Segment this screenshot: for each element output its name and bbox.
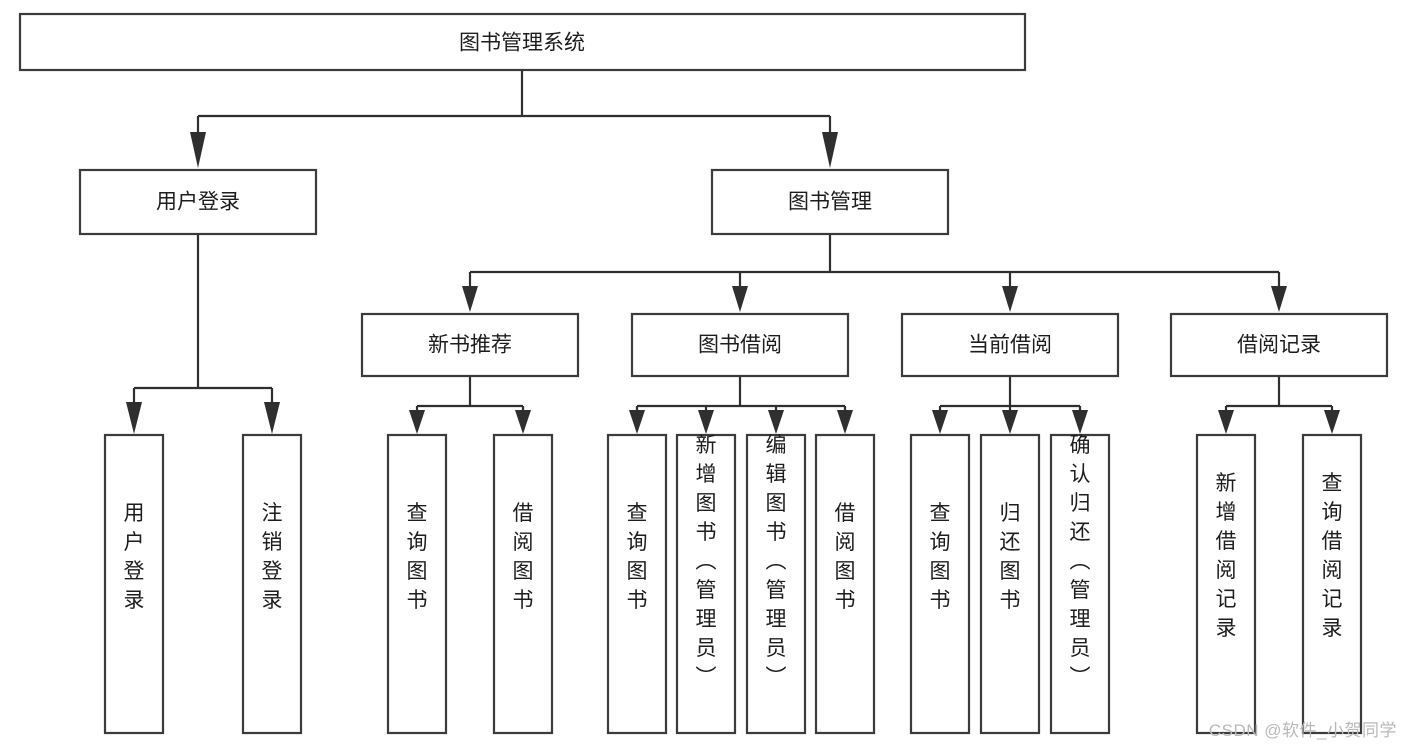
leaf-logout-box (241, 433, 303, 735)
leaf-bookborrow-borrow-book-box (814, 433, 876, 735)
leaf-bookborrow-add-book-label: 新增图书︵管理员︶ (696, 434, 717, 689)
leaf-newbook-borrow-book-label: 借阅图书 (513, 502, 534, 612)
arrow-leaf-cb-return (1002, 410, 1018, 434)
node-book-management-box (710, 168, 950, 236)
leaf-borrowrecord-query-record-label: 查询借阅记录 (1322, 472, 1343, 640)
leaf-borrowrecord-add-record-label: 新增借阅记录 (1216, 472, 1237, 640)
leaf-user-login-label: 用户登录 (124, 502, 145, 612)
csdn-watermark: CSDN @软件_小贺同学 (1208, 721, 1397, 740)
node-book-borrow-box (630, 312, 850, 378)
leaf-bookborrow-borrow-book[interactable]: 借阅图书 (814, 433, 876, 735)
leaf-user-login[interactable]: 用户登录 (103, 433, 165, 735)
node-borrow-record-label: 借阅记录 (1237, 334, 1321, 357)
node-user-login-box (78, 168, 318, 236)
leaf-currentborrow-query-book[interactable]: 查询图书 (909, 433, 971, 735)
leaf-bookborrow-borrow-book-label: 借阅图书 (835, 502, 856, 612)
leaf-bookborrow-query-book-box (606, 433, 668, 735)
node-root-book-management-system[interactable]: 图书管理系统 (18, 12, 1027, 72)
arrow-leaf-bb-query (629, 410, 645, 434)
arrow-to-book-mgmt (822, 132, 838, 168)
leaf-borrowrecord-add-record-box (1195, 433, 1257, 735)
arrow-leaf-logout (264, 402, 280, 434)
node-current-borrow-box (900, 312, 1120, 378)
arrow-leaf-user-login (126, 402, 142, 434)
leaf-borrowrecord-query-record[interactable]: 查询借阅记录 (1301, 433, 1363, 735)
arrow-to-current-borrow (1002, 286, 1018, 312)
node-book-management[interactable]: 图书管理 (710, 168, 950, 236)
node-new-book-recommend-label: 新书推荐 (428, 334, 512, 357)
leaf-currentborrow-confirm-return-label: 确认归还︵管理员︶ (1070, 434, 1091, 689)
leaf-newbook-query-book-label: 查询图书 (407, 502, 428, 612)
leaf-currentborrow-return-book[interactable]: 归还图书 (979, 433, 1041, 735)
arrow-to-new-book-recommend (462, 286, 478, 312)
arrow-leaf-newbook-query (409, 410, 425, 434)
leaf-currentborrow-return-book-box (979, 433, 1041, 735)
leaf-newbook-query-book[interactable]: 查询图书 (386, 433, 448, 735)
arrow-to-borrow-record (1271, 286, 1287, 312)
leaf-currentborrow-query-book-box (909, 433, 971, 735)
leaf-logout-label: 注销登录 (262, 502, 283, 612)
leaf-bookborrow-edit-book-label: 编辑图书︵管理员︶ (766, 434, 787, 689)
leaf-bookborrow-add-book[interactable]: 新增图书︵管理员︶ (675, 433, 737, 735)
leaf-logout[interactable]: 注销登录 (241, 433, 303, 735)
node-root-box (18, 12, 1027, 72)
leaf-borrowrecord-query-record-box (1301, 433, 1363, 735)
leaf-borrowrecord-add-record[interactable]: 新增借阅记录 (1195, 433, 1257, 735)
arrow-leaf-br-add (1218, 410, 1234, 434)
arrow-leaf-bb-add (698, 410, 714, 434)
leaf-newbook-borrow-book[interactable]: 借阅图书 (492, 433, 554, 735)
node-borrow-record-box (1169, 312, 1389, 378)
arrow-leaf-bb-borrow (837, 410, 853, 434)
leaf-user-login-box (103, 433, 165, 735)
arrow-leaf-bb-edit (768, 410, 784, 434)
leaf-bookborrow-query-book-label: 查询图书 (627, 502, 648, 612)
node-root-label: 图书管理系统 (459, 32, 585, 55)
node-book-borrow-label: 图书借阅 (698, 334, 782, 357)
connectors-layer (126, 70, 1340, 434)
leaf-bookborrow-edit-book[interactable]: 编辑图书︵管理员︶ (745, 433, 807, 735)
node-borrow-record[interactable]: 借阅记录 (1169, 312, 1389, 378)
leaf-newbook-query-book-box (386, 433, 448, 735)
leaf-currentborrow-confirm-return[interactable]: 确认归还︵管理员︶ (1049, 433, 1111, 735)
leaf-bookborrow-query-book[interactable]: 查询图书 (606, 433, 668, 735)
arrow-leaf-cb-confirm (1072, 410, 1088, 434)
leaf-currentborrow-query-book-label: 查询图书 (930, 502, 951, 612)
leaf-bookborrow-add-book-box (675, 433, 737, 735)
leaf-newbook-borrow-book-box (492, 433, 554, 735)
node-new-book-recommend-box (360, 312, 580, 378)
arrow-to-book-borrow (732, 286, 748, 312)
arrow-leaf-cb-query (932, 410, 948, 434)
node-current-borrow-label: 当前借阅 (968, 334, 1052, 357)
leaf-bookborrow-edit-book-box (745, 433, 807, 735)
node-book-management-label: 图书管理 (788, 191, 872, 214)
leaf-currentborrow-return-book-label: 归还图书 (1000, 502, 1021, 612)
node-new-book-recommend[interactable]: 新书推荐 (360, 312, 580, 378)
node-current-borrow[interactable]: 当前借阅 (900, 312, 1120, 378)
arrow-to-user-login (190, 132, 206, 168)
arrow-leaf-br-query (1324, 410, 1340, 434)
arrow-leaf-newbook-borrow (515, 410, 531, 434)
node-book-borrow[interactable]: 图书借阅 (630, 312, 850, 378)
node-user-login[interactable]: 用户登录 (78, 168, 318, 236)
leaf-currentborrow-confirm-return-box (1049, 433, 1111, 735)
node-user-login-label: 用户登录 (156, 191, 240, 214)
